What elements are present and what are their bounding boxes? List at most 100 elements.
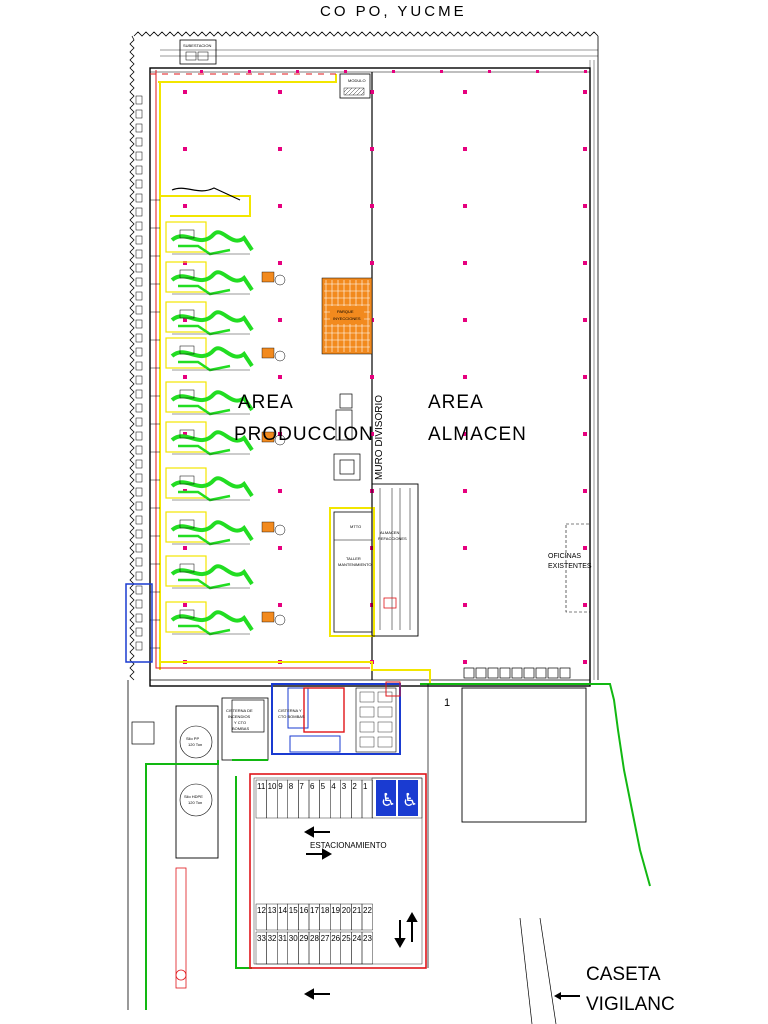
taller-label-2: MANTENIMIENTO	[338, 562, 371, 567]
column-marker	[440, 70, 443, 73]
parking-stall-number: 30	[289, 934, 298, 943]
column-marker	[344, 70, 347, 73]
parking-stall-number: 1	[363, 782, 368, 791]
parking-stall-number: 6	[310, 782, 315, 791]
oficinas-label-2: EXISTENTES	[548, 563, 592, 570]
dock-door	[547, 667, 559, 679]
column-marker	[583, 261, 587, 265]
rack-unit	[135, 221, 143, 231]
rack-unit	[135, 599, 143, 609]
rack-unit	[135, 613, 143, 623]
silo-area: Silo PP 120 Ton Silo HDPE 120 Ton	[175, 705, 219, 989]
machine-arm	[178, 360, 231, 372]
machine-control	[179, 563, 195, 573]
rack-unit	[135, 585, 143, 595]
injection-machine	[165, 381, 254, 416]
substation: SUBESTACION	[179, 39, 217, 65]
column-marker	[463, 432, 467, 436]
rack-unit	[135, 123, 143, 133]
column-marker	[583, 147, 587, 151]
hydrant-box	[131, 721, 155, 745]
parking-stall-number: 33	[257, 934, 266, 943]
injection-machine	[165, 421, 286, 456]
cisterna-label-1: CISTERNA Y	[278, 708, 302, 713]
rack-unit	[135, 165, 143, 175]
column-marker	[583, 660, 587, 664]
parking-stall-number: 2	[352, 782, 357, 791]
machine-control	[179, 229, 195, 239]
parque-label-2: INYECCIONES	[333, 316, 361, 321]
accessible-icon-1: ♿	[380, 790, 396, 811]
column-marker	[278, 90, 282, 94]
machine-control	[179, 475, 195, 485]
column-marker	[370, 204, 374, 208]
column-marker	[463, 546, 467, 550]
parking-stall-number: 31	[278, 934, 287, 943]
dock-door	[487, 667, 499, 679]
rack-unit	[135, 151, 143, 161]
injection-machine	[165, 221, 254, 256]
column-marker	[583, 90, 587, 94]
column-marker	[370, 375, 374, 379]
accessible-icon-2: ♿	[402, 790, 418, 811]
machine-bay	[165, 421, 207, 453]
guard-house: CASETA VIGILANC	[554, 964, 675, 1015]
rack-unit	[135, 193, 143, 203]
column-marker	[463, 660, 467, 664]
parking-stall-number: 12	[257, 906, 266, 915]
rack-unit	[135, 403, 143, 413]
existing-offices: OFICINAS EXISTENTES	[548, 523, 592, 613]
column-marker	[183, 261, 187, 265]
parking-stall-number: 19	[331, 906, 340, 915]
rack-unit	[135, 389, 143, 399]
column-marker	[278, 489, 282, 493]
dock-door	[475, 667, 487, 679]
column-marker	[183, 375, 187, 379]
rack-unit	[135, 333, 143, 343]
rack-unit	[135, 361, 143, 371]
machine-body	[170, 564, 254, 586]
machine-arm	[178, 534, 231, 546]
workshop-block: MTTO TALLER MANTENIMIENTO ALMACEN REFACC…	[329, 483, 419, 637]
parking-stall-number: 11	[257, 782, 266, 791]
accessible-space-1	[376, 780, 396, 816]
machine-bay	[165, 511, 207, 543]
modulo: MODULO	[339, 73, 371, 99]
silo-1-label-1: Silo PP	[186, 736, 199, 741]
silo-2-label-2: 120 Ton	[188, 800, 202, 805]
silo-2-label-1: Silo HDPE	[184, 794, 203, 799]
column-marker	[200, 70, 203, 73]
rack-unit	[135, 263, 143, 273]
rack-unit	[135, 501, 143, 511]
column-marker	[183, 90, 187, 94]
column-marker	[488, 70, 491, 73]
electrical-panel	[125, 583, 153, 663]
column-marker	[278, 546, 282, 550]
injection-machine	[165, 511, 286, 546]
mold-station	[261, 611, 275, 623]
machine-bay	[165, 221, 207, 253]
column-marker	[536, 70, 539, 73]
column-marker	[583, 204, 587, 208]
parking-stall-number: 18	[321, 906, 330, 915]
rack-unit	[135, 291, 143, 301]
machine-arm	[178, 284, 231, 296]
caseta-label-2: VIGILANC	[586, 994, 675, 1015]
rack-unit	[135, 347, 143, 357]
column-marker	[463, 90, 467, 94]
rack-unit	[135, 487, 143, 497]
machine-bay	[165, 467, 207, 499]
safety-lines	[158, 74, 431, 684]
column-marker	[278, 318, 282, 322]
machine-bay	[165, 337, 207, 369]
machine-arm	[178, 404, 231, 416]
parking-stall-number: 8	[289, 782, 294, 791]
column-marker	[183, 432, 187, 436]
column-marker	[392, 70, 395, 73]
cafeteria-table	[377, 721, 393, 733]
parking-stall-number: 26	[331, 934, 340, 943]
cafeteria-table	[359, 721, 375, 733]
column-marker	[183, 204, 187, 208]
loading-yard	[461, 687, 587, 823]
